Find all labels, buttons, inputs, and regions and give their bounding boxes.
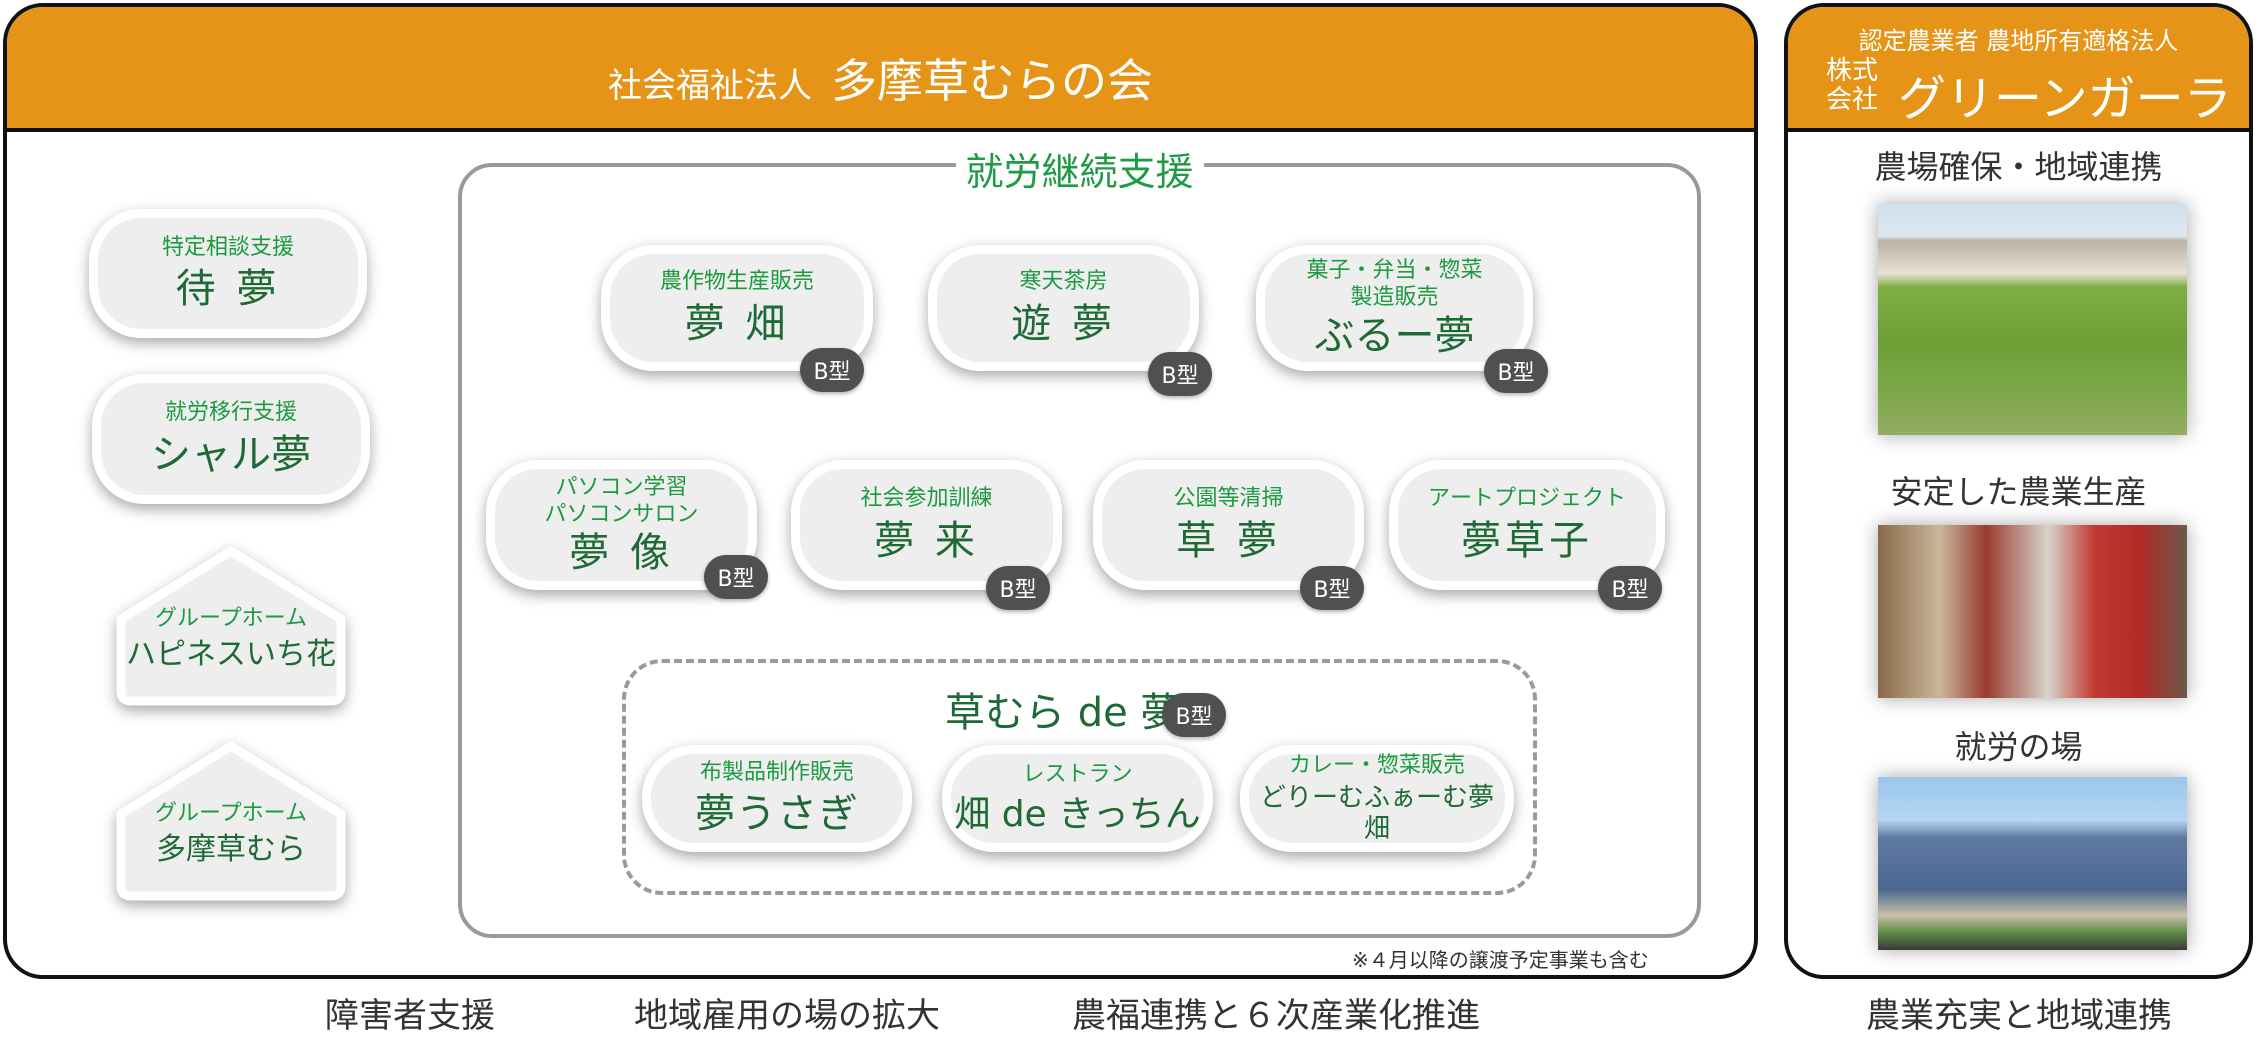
service-label: 特定相談支援 — [161, 234, 294, 260]
continuous-support-box: 就労継続支援 — [458, 141, 1701, 938]
service-name: 畑 de きっちん — [954, 793, 1201, 835]
service-label: 農作物生産販売 — [659, 269, 814, 295]
partner-org-name: グリーンガーラ — [1898, 71, 2232, 127]
service-label: 社会参加訓練 — [860, 486, 993, 512]
b-type-badge: B型 — [704, 555, 768, 599]
b-type-badge: B型 — [1598, 566, 1662, 610]
service-name: 夢草子 — [1461, 517, 1593, 564]
service-label: 製造販売 — [1350, 285, 1439, 310]
service-name: 草 夢 — [1176, 517, 1281, 564]
partner-certification: 認定農業者 農地所有適格法人 — [1858, 27, 2179, 55]
service-label: グループホーム — [154, 606, 308, 631]
b-type-badge: B型 — [1484, 349, 1548, 393]
service-label: レストラン — [1022, 762, 1133, 788]
service-label: グループホーム — [154, 801, 308, 826]
service-name: 遊 夢 — [1011, 300, 1116, 347]
service-name: 夢 来 — [874, 517, 979, 564]
transfer-note: ※４月以降の譲渡予定事業も含む — [1352, 948, 1649, 972]
group-home-tamakusamura: グループホーム 多摩草むら — [115, 740, 347, 902]
main-org-header: 社会福祉法人 多摩草むらの会 — [7, 7, 1754, 132]
b-type-badge: B型 — [986, 566, 1050, 610]
service-label: 公園等清掃 — [1173, 486, 1284, 512]
service-name: シャル夢 — [151, 431, 311, 478]
service-card-yumezoushi: アートプロジェクト 夢草子 — [1389, 460, 1665, 590]
service-card-machimu: 特定相談支援 待 夢 — [89, 209, 367, 338]
partner-org-header: 認定農業者 農地所有適格法人 株式 会社 グリーンガーラ — [1788, 7, 2249, 132]
service-label: パソコンサロン — [544, 502, 699, 527]
main-org-prefix: 社会福祉法人 — [607, 66, 812, 106]
bottom-label-disability-support: 障害者支援 — [325, 996, 495, 1036]
service-name: どりーむふぁーむ夢畑 — [1259, 783, 1494, 845]
b-type-badge: B型 — [1148, 352, 1212, 396]
house-shape-icon — [116, 546, 346, 706]
service-card-sharumu: 就労移行支援 シャル夢 — [92, 374, 370, 504]
service-card-hatake-de-kitchen: レストラン 畑 de きっちん — [942, 745, 1213, 852]
service-name: 多摩草むら — [156, 831, 306, 867]
bottom-label-local-employment: 地域雇用の場の拡大 — [634, 996, 940, 1036]
b-type-badge: B型 — [1300, 566, 1364, 610]
kusamura-de-yume-group — [622, 659, 1537, 895]
service-card-yumeki: 社会参加訓練 夢 来 — [791, 460, 1062, 590]
service-name: 夢 像 — [569, 529, 674, 576]
service-card-dreamfarm: カレー・惣菜販売 どりーむふぁーむ夢畑 — [1240, 745, 1514, 852]
partner-prefix-top: 株式 — [1826, 56, 1879, 86]
house-shape-icon — [116, 741, 346, 901]
workplace-barn-photo — [1878, 777, 2187, 950]
bottom-label-agriculture: 農業充実と地域連携 — [1866, 996, 2172, 1036]
partner-prefix-bottom: 会社 — [1826, 84, 1879, 115]
b-type-badge: B型 — [800, 348, 864, 392]
bottom-label-agri-welfare: 農福連携と６次産業化推進 — [1072, 996, 1480, 1036]
b-type-badge: B型 — [1162, 693, 1226, 737]
service-label: カレー・惣菜販売 — [1288, 752, 1465, 778]
group-home-happiness: グループホーム ハピネスいち花 — [115, 545, 347, 707]
service-card-yumehatake: 農作物生産販売 夢 畑 — [601, 245, 873, 371]
continuous-support-title: 就労継続支援 — [955, 141, 1204, 196]
service-label: 布製品制作販売 — [699, 759, 854, 785]
service-label: アートプロジェクト — [1427, 486, 1626, 512]
partner-caption: 農場確保・地域連携 — [1874, 148, 2163, 186]
service-label: 就労移行支援 — [164, 400, 297, 426]
service-name: 夢 畑 — [684, 300, 790, 347]
service-name: ぶるー夢 — [1314, 312, 1475, 359]
service-name: 待 夢 — [175, 266, 281, 313]
service-card-yumeusagi: 布製品制作販売 夢うさぎ — [642, 745, 912, 852]
group-title: 草むら de 夢 — [945, 690, 1181, 736]
service-name: ハピネスいち花 — [126, 636, 336, 672]
service-label: パソコン学習 — [555, 474, 688, 500]
partner-caption: 就労の場 — [1954, 728, 2083, 766]
main-org-name: 多摩草むらの会 — [831, 54, 1154, 108]
farm-machinery-photo — [1878, 525, 2187, 698]
farm-field-photo — [1878, 204, 2187, 435]
partner-caption: 安定した農業生産 — [1890, 473, 2147, 511]
service-label: 菓子・弁当・惣菜 — [1306, 257, 1483, 283]
service-card-burumu: 菓子・弁当・惣菜 製造販売 ぶるー夢 — [1256, 245, 1533, 371]
service-label: 寒天茶房 — [1019, 269, 1108, 295]
service-name: 夢うさぎ — [695, 791, 859, 838]
service-card-yumu: 寒天茶房 遊 夢 — [928, 245, 1199, 371]
